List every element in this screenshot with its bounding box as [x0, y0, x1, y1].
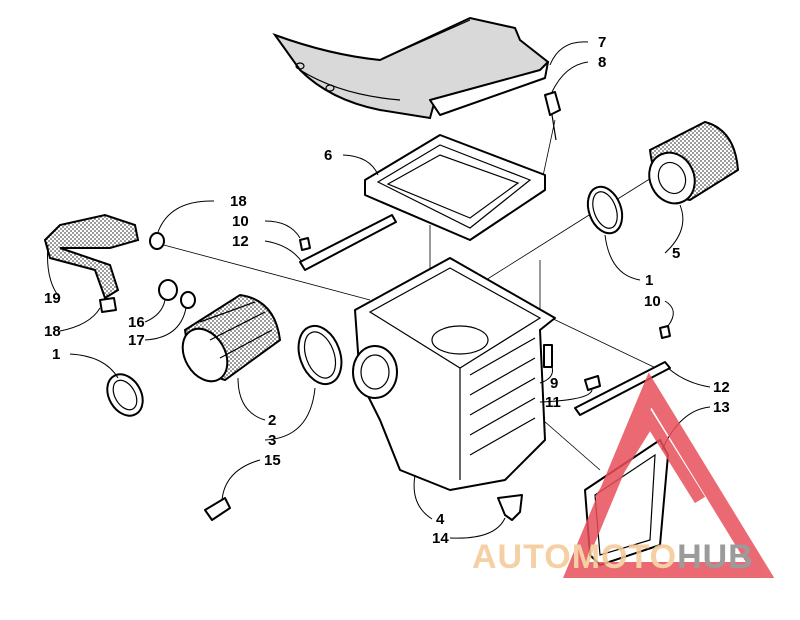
callout-label: 8 — [598, 54, 606, 71]
breather-hose-part-19 — [43, 213, 140, 300]
callout-label: 15 — [264, 452, 281, 469]
callout-label: 7 — [598, 34, 606, 51]
callout-label: 5 — [672, 245, 680, 262]
clip-part-11 — [584, 375, 601, 391]
callout-label: 19 — [44, 290, 61, 307]
callout-label: 1 — [52, 346, 60, 363]
fastener-part-8 — [544, 91, 561, 141]
callout-label: 17 — [128, 332, 145, 349]
callout-label: 10 — [232, 213, 249, 230]
bracket-part-12-right — [574, 361, 671, 416]
bolt-part-10-right — [659, 325, 671, 339]
watermark-logo-inner — [594, 408, 706, 504]
callout-label: 10 — [644, 293, 661, 310]
bracket-part-12-left — [299, 214, 397, 271]
callout-label: 18 — [230, 193, 247, 210]
airbox-inlet-part — [352, 345, 398, 399]
callout-label: 9 — [550, 375, 558, 392]
drain-valve-part-14 — [497, 494, 523, 521]
callout-label: 3 — [268, 432, 276, 449]
hose-clamp-part-18-lower — [99, 297, 117, 313]
callout-label: 6 — [324, 147, 332, 164]
hose-clamp-part-18-upper — [149, 232, 165, 250]
callout-label: 2 — [268, 412, 276, 429]
callout-label: 18 — [44, 323, 61, 340]
gasket-frame-part — [364, 134, 546, 241]
watermark-text-part2: HUB — [677, 538, 754, 576]
intake-boot-part-2 — [181, 293, 282, 383]
callout-label: 16 — [128, 314, 145, 331]
watermark-text: AUTOMOTOHUB — [472, 538, 754, 576]
intake-cover-part — [272, 16, 550, 120]
air-filter-part-5 — [648, 120, 740, 205]
hose-clamp-part-1-left — [106, 373, 144, 417]
hose-clamp-part-3 — [297, 324, 343, 386]
automotohub-watermark: AUTOMOTOHUB — [472, 372, 775, 578]
grommet-part-17 — [180, 291, 196, 309]
callout-label: 13 — [713, 399, 730, 416]
watermark-text-part1: AUTOMOTO — [472, 538, 677, 576]
callout-label: 12 — [713, 379, 730, 396]
fastener-part-9 — [543, 344, 553, 368]
airbox-housing-part-4 — [354, 257, 556, 491]
bolt-part-10-top — [299, 237, 311, 251]
callout-label: 1 — [645, 272, 653, 289]
callout-label: 12 — [232, 233, 249, 250]
leader-lines — [47, 41, 711, 539]
grommet-part-16 — [158, 279, 178, 301]
callout-label: 4 — [436, 511, 445, 528]
screw-part-15 — [204, 497, 231, 521]
callout-label: 14 — [432, 530, 449, 547]
callout-label: 11 — [545, 394, 561, 411]
hose-clamp-part-1-right — [586, 185, 624, 235]
